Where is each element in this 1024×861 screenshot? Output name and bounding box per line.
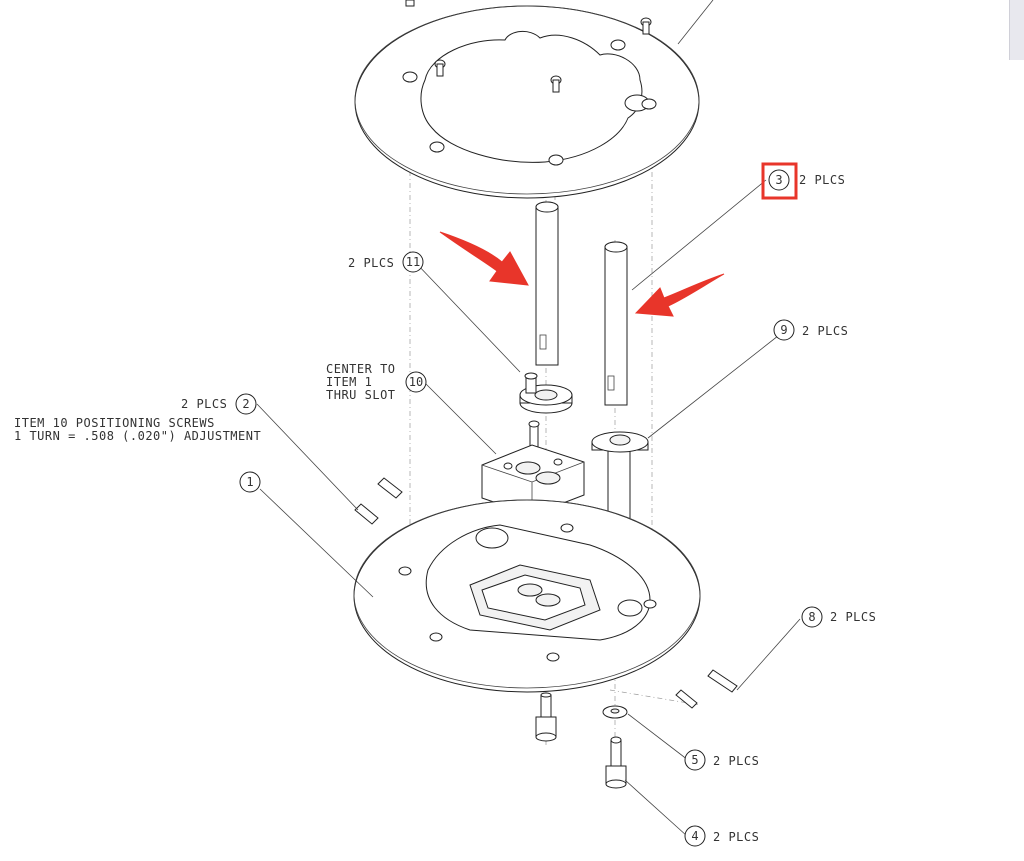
callout-4-text: 2 PLCS [713, 830, 759, 844]
washer-and-screw [519, 372, 573, 449]
center-note-line-2: ITEM 1 [326, 375, 372, 389]
callout-2-number: 2 [242, 397, 249, 411]
callout-1-number: 1 [246, 475, 253, 489]
callout-5-text: 2 PLCS [713, 754, 759, 768]
callout-3-number: 3 [775, 173, 782, 187]
callout-item-9: 9 2 PLCS [773, 319, 848, 341]
callout-11-number: 11 [406, 255, 420, 269]
callout-item-1: 1 [239, 471, 261, 493]
callout-item-10: CENTER TO ITEM 1 THRU SLOT 10 [326, 362, 427, 402]
dowel-pins-item-8 [675, 669, 738, 709]
callout-item-2: 2 PLCS 2 [181, 393, 257, 415]
callout-5-number: 5 [691, 753, 698, 767]
callout-8-text: 2 PLCS [830, 610, 876, 624]
pin-item-3 [604, 241, 628, 406]
center-note-line-3: THRU SLOT [326, 388, 396, 402]
washer-item-5 [602, 705, 628, 719]
top-plate [354, 0, 700, 199]
callout-item-3: 3 2 PLCS [761, 162, 845, 200]
callout-item-5: 5 2 PLCS [684, 749, 759, 771]
window-edge [1009, 0, 1024, 60]
set-screws-item-2 [354, 477, 403, 525]
red-arrow-left [439, 231, 529, 286]
callout-3-text: 2 PLCS [799, 173, 845, 187]
red-arrow-right [634, 273, 725, 317]
leader-lines [256, 0, 801, 837]
bottom-screw [535, 692, 557, 742]
screw-note-line-2: 1 TURN = .508 (.020") ADJUSTMENT [14, 429, 261, 443]
base-plate-item-1 [353, 499, 701, 693]
screw-item-4 [605, 736, 627, 789]
callout-9-text: 2 PLCS [802, 324, 848, 338]
callout-4-number: 4 [691, 829, 698, 843]
callout-item-4: 4 2 PLCS [684, 825, 759, 847]
callout-10-number: 10 [409, 375, 423, 389]
positioning-screws-note: ITEM 10 POSITIONING SCREWS 1 TURN = .508… [14, 416, 261, 443]
callout-item-8: 8 2 PLCS [801, 606, 876, 628]
center-note-line-1: CENTER TO [326, 362, 396, 376]
callout-11-text: 2 PLCS [348, 256, 394, 270]
callout-8-number: 8 [808, 610, 815, 624]
highlight-box [761, 162, 798, 200]
callout-item-11: 2 PLCS 11 [348, 251, 424, 273]
callout-2-text: 2 PLCS [181, 397, 227, 411]
screw-note-line-1: ITEM 10 POSITIONING SCREWS [14, 416, 215, 430]
pin-item-11 [535, 201, 559, 366]
callout-9-number: 9 [780, 323, 787, 337]
